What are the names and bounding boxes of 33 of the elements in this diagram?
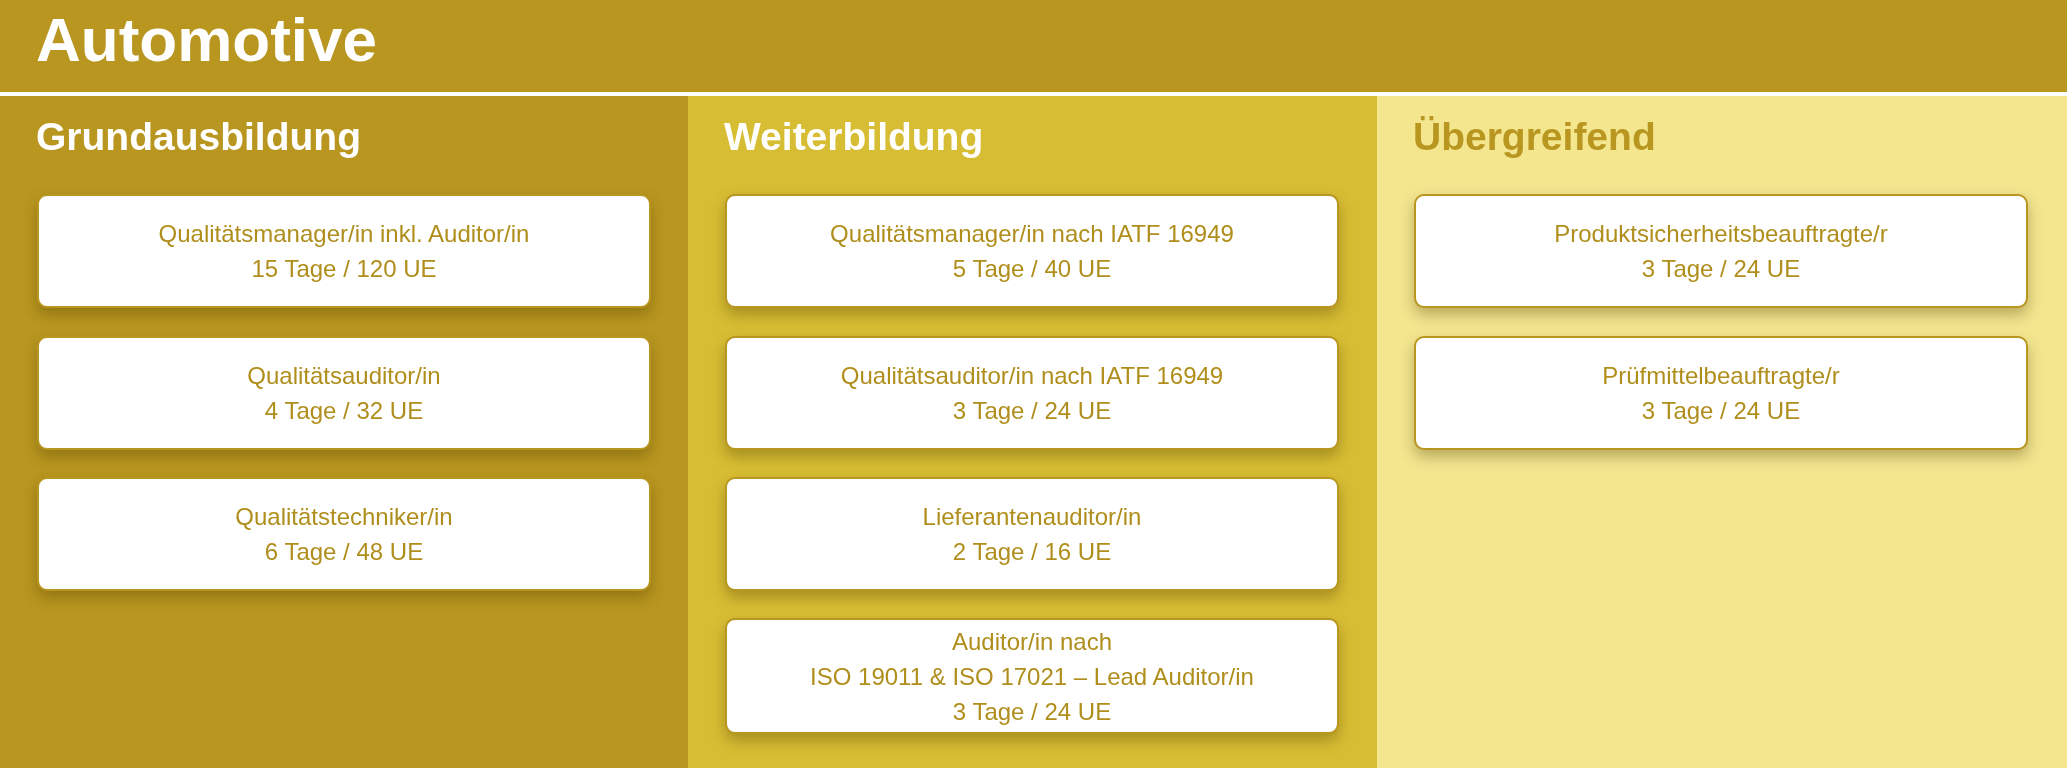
course-duration: 5 Tage / 40 UE bbox=[952, 254, 1112, 284]
course-box bbox=[725, 477, 1339, 591]
course-duration: 6 Tage / 48 UE bbox=[264, 537, 424, 567]
course-title: Lieferantenauditor/in bbox=[922, 502, 1142, 532]
course-duration: 2 Tage / 16 UE bbox=[952, 537, 1112, 567]
diagram-title: Automotive bbox=[36, 9, 377, 71]
column-heading: Grundausbildung bbox=[36, 117, 361, 156]
course-title: Qualitätsmanager/in nach IATF 16949 bbox=[830, 219, 1234, 249]
course-title: Prüfmittelbeauftragte/r bbox=[1602, 361, 1840, 391]
course-title: Qualitätstechniker/in bbox=[235, 502, 453, 532]
column-heading: Weiterbildung bbox=[724, 117, 984, 156]
course-box bbox=[725, 194, 1339, 308]
course-box bbox=[725, 336, 1339, 450]
course-duration: 3 Tage / 24 UE bbox=[952, 396, 1112, 426]
course-box bbox=[37, 194, 651, 308]
course-box bbox=[1414, 336, 2028, 450]
column-panel bbox=[688, 96, 1377, 768]
course-box bbox=[37, 477, 651, 591]
course-duration: 3 Tage / 24 UE bbox=[1641, 254, 1801, 284]
course-box bbox=[37, 336, 651, 450]
course-title: Qualitätsauditor/in nach IATF 16949 bbox=[840, 361, 1224, 391]
course-duration: 4 Tage / 32 UE bbox=[264, 396, 424, 426]
course-box bbox=[1414, 194, 2028, 308]
course-duration: 3 Tage / 24 UE bbox=[1641, 396, 1801, 426]
course-box bbox=[725, 618, 1339, 734]
course-title: Qualitätsmanager/in inkl. Auditor/in bbox=[158, 219, 530, 249]
course-title: Auditor/in nach ISO 19011 & ISO 17021 – Lead Auditor/in bbox=[810, 626, 1254, 692]
course-duration: 3 Tage / 24 UE bbox=[952, 696, 1112, 727]
column-heading: Übergreifend bbox=[1413, 117, 1656, 156]
course-duration: 15 Tage / 120 UE bbox=[251, 254, 437, 284]
course-title: Qualitätsauditor/in bbox=[247, 361, 441, 391]
course-title: Produktsicherheitsbeauftragte/r bbox=[1554, 219, 1888, 249]
column-panel bbox=[1377, 96, 2067, 768]
